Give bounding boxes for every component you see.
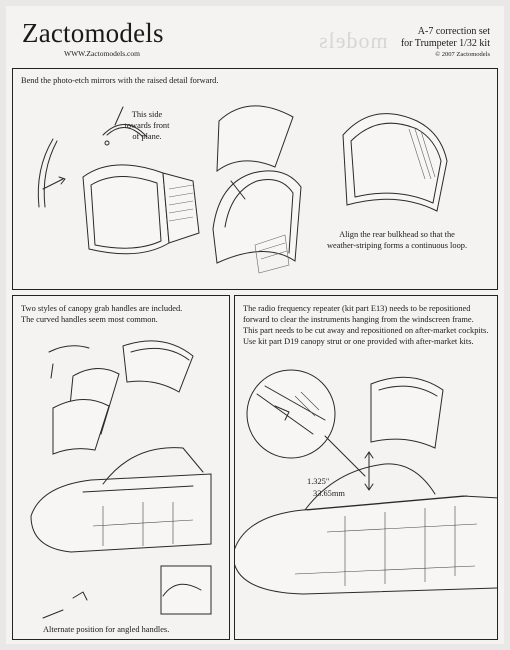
bulkhead-note-line-1: Align the rear bulkhead so that the [339,230,455,239]
radio-note-line-1: The radio frequency repeater (kit part E… [243,304,471,313]
grab-handle-note: Two styles of canopy grab handles are in… [21,303,226,325]
mirror-bulkhead-drawing [37,105,448,274]
kit-title-line-1: A-7 correction set [417,26,490,37]
kit-title-line-2: for Trumpeter 1/32 kit [400,38,490,49]
panel-grab-handles: Two styles of canopy grab handles are in… [12,295,230,640]
website-url: WWW.Zactomodels.com [64,49,140,58]
mirror-instruction: Bend the photo-etch mirrors with the rai… [21,76,219,85]
instruction-sheet: Zactomodels WWW.Zactomodels.com models A… [6,6,504,644]
bleed-through-watermark: models [318,28,388,53]
measurement-mm: 33.65mm [313,489,345,498]
radio-note-line-3: This part needs to be cut away and repos… [243,326,489,335]
copyright: © 2007 Zactomodels [435,51,490,58]
header: Zactomodels WWW.Zactomodels.com models A… [6,6,504,68]
alternate-position-caption: Alternate position for angled handles. [43,625,170,634]
bulkhead-note-line-2: weather-striping forms a continuous loop… [326,241,468,250]
radio-note-line-4: Use kit part D19 canopy strut or one pro… [243,337,474,346]
grab-handle-note-line-2: The curved handles seem most common. [21,315,158,324]
panel-radio-repeater: The radio frequency repeater (kit part E… [234,295,498,640]
brand-logo: Zactomodels [22,18,164,48]
side-note-line-1: This side [131,110,163,119]
radio-note-line-2: forward to clear the instruments hanging… [243,315,474,324]
bulkhead-note: Align the rear bulkhead so that the weat… [307,229,487,251]
radio-repeater-drawing [235,369,497,595]
kit-title-block: A-7 correction set for Trumpeter 1/32 ki… [401,26,490,60]
grab-handle-note-line-1: Two styles of canopy grab handles are in… [21,304,183,313]
side-note-line-2: towards front [124,121,170,130]
measurement-inches: 1.325" [307,477,330,486]
grab-handle-drawing [30,340,212,619]
radio-repeater-note: The radio frequency repeater (kit part E… [243,303,495,347]
panel-mirrors-bulkhead: Bend the photo-etch mirrors with the rai… [12,68,498,290]
